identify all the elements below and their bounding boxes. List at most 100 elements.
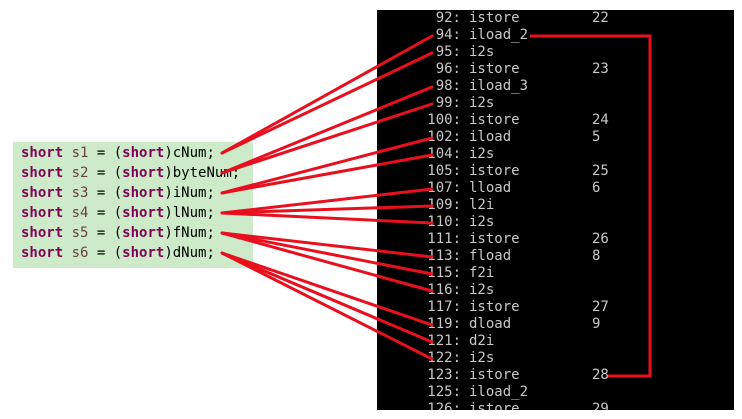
code-line-2: short s2 = (short)byteNum;	[21, 163, 253, 183]
bytecode-operand: 28	[592, 367, 609, 383]
cast-expression: )dNum;	[164, 245, 215, 261]
cast-expression: )lNum;	[164, 205, 215, 221]
assign-operator: = (	[88, 185, 123, 201]
bytecode-offset: 115:	[427, 265, 461, 281]
bytecode-opcode: istore	[469, 299, 520, 315]
code-line-5: short s5 = (short)fNum;	[21, 223, 253, 243]
assign-operator: = (	[88, 205, 123, 221]
bytecode-line: 98: iload_3	[377, 78, 734, 95]
bytecode-operand: 8	[592, 248, 601, 264]
bytecode-line: 126: istore 29	[377, 401, 734, 410]
java-code-panel: short s1 = (short)cNum;short s2 = (short…	[13, 142, 253, 268]
bytecode-line: 100: istore 24	[377, 112, 734, 129]
bytecode-opcode: l2i	[469, 197, 495, 213]
assign-operator: = (	[88, 145, 123, 161]
bytecode-line: 104:i2s	[377, 146, 734, 163]
bytecode-operand: 23	[592, 61, 609, 77]
assign-operator: = (	[88, 225, 123, 241]
bytecode-opcode: i2s	[469, 95, 495, 111]
bytecode-opcode: istore	[469, 401, 520, 410]
cast-keyword: short	[122, 245, 165, 261]
bytecode-opcode: fload	[469, 248, 512, 264]
bytecode-opcode: i2s	[469, 350, 495, 366]
bytecode-opcode: i2s	[469, 214, 495, 230]
code-line-3: short s3 = (short)iNum;	[21, 183, 253, 203]
bytecode-offset: 99:	[435, 95, 461, 111]
bytecode-opcode: iload_2	[469, 384, 529, 400]
bytecode-opcode: istore	[469, 61, 520, 77]
type-keyword: short	[21, 225, 64, 241]
bytecode-offset: 105:	[427, 163, 461, 179]
cast-expression: )byteNum;	[164, 165, 241, 181]
bytecode-opcode: istore	[469, 367, 520, 383]
bytecode-line: 116:i2s	[377, 282, 734, 299]
cast-keyword: short	[122, 225, 165, 241]
bytecode-offset: 126:	[427, 401, 461, 410]
bytecode-operand: 22	[592, 10, 609, 26]
bytecode-offset: 98:	[435, 78, 461, 94]
bytecode-opcode: i2s	[469, 146, 495, 162]
code-line-1: short s1 = (short)cNum;	[21, 143, 253, 163]
bytecode-line: 109: l2i	[377, 197, 734, 214]
bytecode-line: 122: i2s	[377, 350, 734, 367]
bytecode-operand: 26	[592, 231, 609, 247]
bytecode-offset: 107:	[427, 180, 461, 196]
variable-name: s6	[71, 245, 89, 261]
bytecode-opcode: istore	[469, 10, 520, 26]
bytecode-opcode: istore	[469, 231, 520, 247]
bytecode-opcode: i2s	[469, 44, 495, 60]
bytecode-offset: 92:	[435, 10, 461, 26]
bytecode-offset: 95:	[435, 44, 461, 60]
bytecode-operand: 25	[592, 163, 609, 179]
bytecode-line: 95: i2s	[377, 44, 734, 61]
bytecode-offset: 122:	[427, 350, 461, 366]
bytecode-opcode: d2i	[469, 333, 495, 349]
bytecode-operand: 29	[592, 401, 609, 410]
code-line-4: short s4 = (short)lNum;	[21, 203, 253, 223]
cast-keyword: short	[122, 165, 165, 181]
bytecode-line: 94:iload_2	[377, 27, 734, 44]
bytecode-offset: 110:	[427, 214, 461, 230]
type-keyword: short	[21, 145, 64, 161]
cast-expression: )cNum;	[164, 145, 215, 161]
bytecode-offset: 100:	[427, 112, 461, 128]
bytecode-opcode: istore	[469, 112, 520, 128]
bytecode-line: 115: f2i	[377, 265, 734, 282]
bytecode-line: 99: i2s	[377, 95, 734, 112]
assign-operator: = (	[88, 165, 123, 181]
bytecode-offset: 113:	[427, 248, 461, 264]
bytecode-opcode: istore	[469, 163, 520, 179]
bytecode-opcode: i2s	[469, 282, 495, 298]
bytecode-offset: 94:	[435, 27, 461, 43]
bytecode-operand: 24	[592, 112, 609, 128]
bytecode-line: 121: d2i	[377, 333, 734, 350]
bytecode-opcode: f2i	[469, 265, 495, 281]
bytecode-offset: 111:	[427, 231, 461, 247]
variable-name: s5	[71, 225, 89, 241]
bytecode-line: 111: istore 26	[377, 231, 734, 248]
variable-name: s3	[71, 185, 89, 201]
bytecode-line: 125:iload_2	[377, 384, 734, 401]
type-keyword: short	[21, 185, 64, 201]
cast-expression: )fNum;	[164, 225, 215, 241]
cast-keyword: short	[122, 185, 165, 201]
bytecode-offset: 119:	[427, 316, 461, 332]
assign-operator: = (	[88, 245, 123, 261]
bytecode-offset: 121:	[427, 333, 461, 349]
bytecode-opcode: iload	[469, 129, 512, 145]
type-keyword: short	[21, 205, 64, 221]
bytecode-offset: 109:	[427, 197, 461, 213]
cast-expression: )iNum;	[164, 185, 215, 201]
bytecode-line: 113: fload 8	[377, 248, 734, 265]
bytecode-line: 105: istore 25	[377, 163, 734, 180]
bytecode-operand: 6	[592, 180, 601, 196]
variable-name: s1	[71, 145, 89, 161]
variable-name: s4	[71, 205, 89, 221]
bytecode-opcode: iload_3	[469, 78, 529, 94]
bytecode-offset: 117:	[427, 299, 461, 315]
